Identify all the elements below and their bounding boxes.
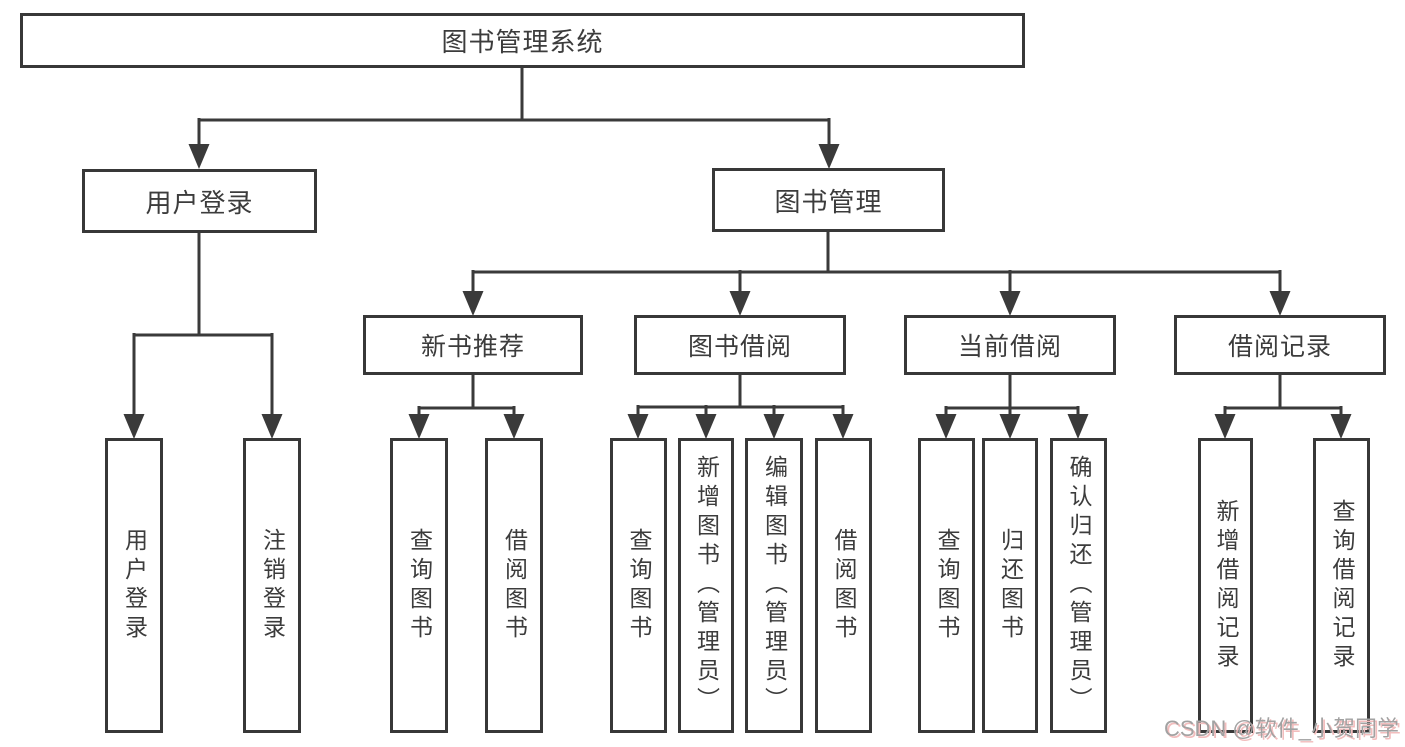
leaf-query-books-recommend: 查询图书 <box>390 438 448 733</box>
leaf-borrow-books-borrowing: 借阅图书 <box>815 438 872 733</box>
leaf-confirm-return-admin: 确认归还（管理员） <box>1050 438 1107 733</box>
arrowheads <box>123 144 1352 439</box>
leaf-logout-login: 注销登录 <box>243 438 301 733</box>
leaf-query-borrow-record: 查询借阅记录 <box>1313 438 1370 733</box>
leaf-edit-books-admin: 编辑图书（管理员） <box>745 438 803 733</box>
node-borrowing-records: 借阅记录 <box>1174 315 1386 375</box>
leaf-add-borrow-record: 新增借阅记录 <box>1198 438 1253 733</box>
leaf-query-books-current: 查询图书 <box>918 438 975 733</box>
csdn-watermark: CSDN @软件_小贺同学 <box>1163 716 1399 741</box>
node-book-management: 图书管理 <box>712 168 945 232</box>
node-user-login: 用户登录 <box>82 169 317 233</box>
leaf-add-books-admin: 新增图书（管理员） <box>678 438 734 733</box>
node-library-system: 图书管理系统 <box>20 13 1025 68</box>
node-new-book-recommend: 新书推荐 <box>363 315 583 375</box>
leaf-borrow-books-recommend: 借阅图书 <box>485 438 543 733</box>
node-book-borrowing: 图书借阅 <box>634 315 846 375</box>
leaf-query-books-borrowing: 查询图书 <box>610 438 667 733</box>
leaf-return-books: 归还图书 <box>982 438 1038 733</box>
node-current-borrowing: 当前借阅 <box>904 315 1116 375</box>
leaf-user-login: 用户登录 <box>105 438 163 733</box>
